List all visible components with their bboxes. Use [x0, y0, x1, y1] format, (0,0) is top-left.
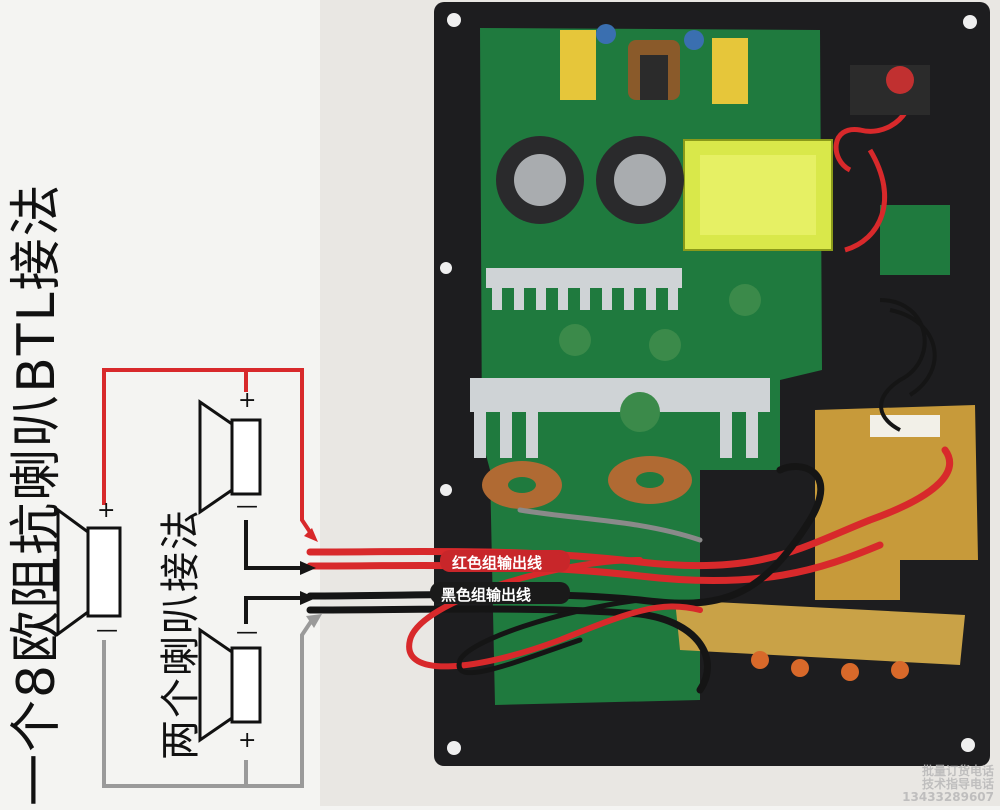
capacitor	[841, 663, 859, 681]
choke-core	[640, 55, 668, 100]
title-sub: 两个喇叭接法	[158, 508, 204, 760]
minus-sign: —	[96, 618, 118, 643]
mount-hole	[440, 484, 452, 496]
capacitor	[791, 659, 809, 677]
y-capacitor	[596, 24, 616, 44]
small-capacitor	[729, 284, 761, 316]
black-wire-diagram	[244, 520, 300, 624]
plus-sign: +	[238, 728, 257, 753]
speaker-8ohm-symbol	[56, 507, 122, 637]
small-capacitor	[620, 392, 660, 432]
plus-sign: +	[97, 498, 116, 523]
mount-hole	[440, 262, 452, 274]
watermark-phone: 13433289607	[902, 790, 994, 804]
watermark: 批量订货电话 技术指导电话 13433289607	[902, 765, 994, 804]
minus-sign: —	[236, 494, 258, 519]
mount-hole	[447, 741, 461, 755]
y-capacitor	[684, 30, 704, 50]
red-arrow	[304, 528, 318, 542]
gray-arrow	[306, 614, 322, 628]
plus-sign: +	[238, 388, 257, 413]
heatsink	[486, 268, 682, 288]
mount-hole	[447, 13, 461, 27]
black-cable-sleeve	[430, 582, 570, 604]
mount-hole	[963, 15, 977, 29]
gray-wire-diagram	[102, 618, 314, 788]
red-cable-sleeve	[440, 550, 570, 572]
watermark-line: 批量订货电话	[921, 764, 994, 778]
heatsink-fins	[492, 288, 678, 310]
capacitor	[751, 651, 769, 669]
amp-heatsink	[470, 378, 770, 412]
red-cable-label: 红色组输出线	[452, 554, 543, 572]
amp-heatsink-fins	[474, 412, 758, 458]
x-capacitor	[712, 38, 748, 104]
mains-wire	[844, 148, 888, 253]
capacitor	[891, 661, 909, 679]
watermark-line: 技术指导电话	[921, 777, 994, 791]
small-pcb	[880, 205, 950, 275]
connector	[870, 415, 940, 437]
speaker-upper-symbol	[198, 399, 262, 515]
transformer-core	[700, 155, 816, 235]
black-arrow-1	[300, 561, 316, 575]
capacitor-top	[514, 154, 566, 206]
title-main: 一个8欧阻抗喇叭BTL接法	[7, 182, 67, 807]
small-capacitor	[559, 324, 591, 356]
capacitor-top	[614, 154, 666, 206]
speaker-lower-symbol	[198, 627, 262, 743]
x-capacitor	[560, 30, 596, 100]
output-cables	[306, 446, 954, 694]
mount-hole	[961, 738, 975, 752]
red-wire-diagram	[102, 368, 312, 534]
small-capacitor	[649, 329, 681, 361]
filter-board	[675, 600, 965, 665]
minus-sign: —	[236, 620, 258, 645]
fuse-holder	[886, 66, 914, 94]
black-arrow-2	[300, 591, 316, 605]
black-cable-label: 黑色组输出线	[441, 586, 532, 604]
